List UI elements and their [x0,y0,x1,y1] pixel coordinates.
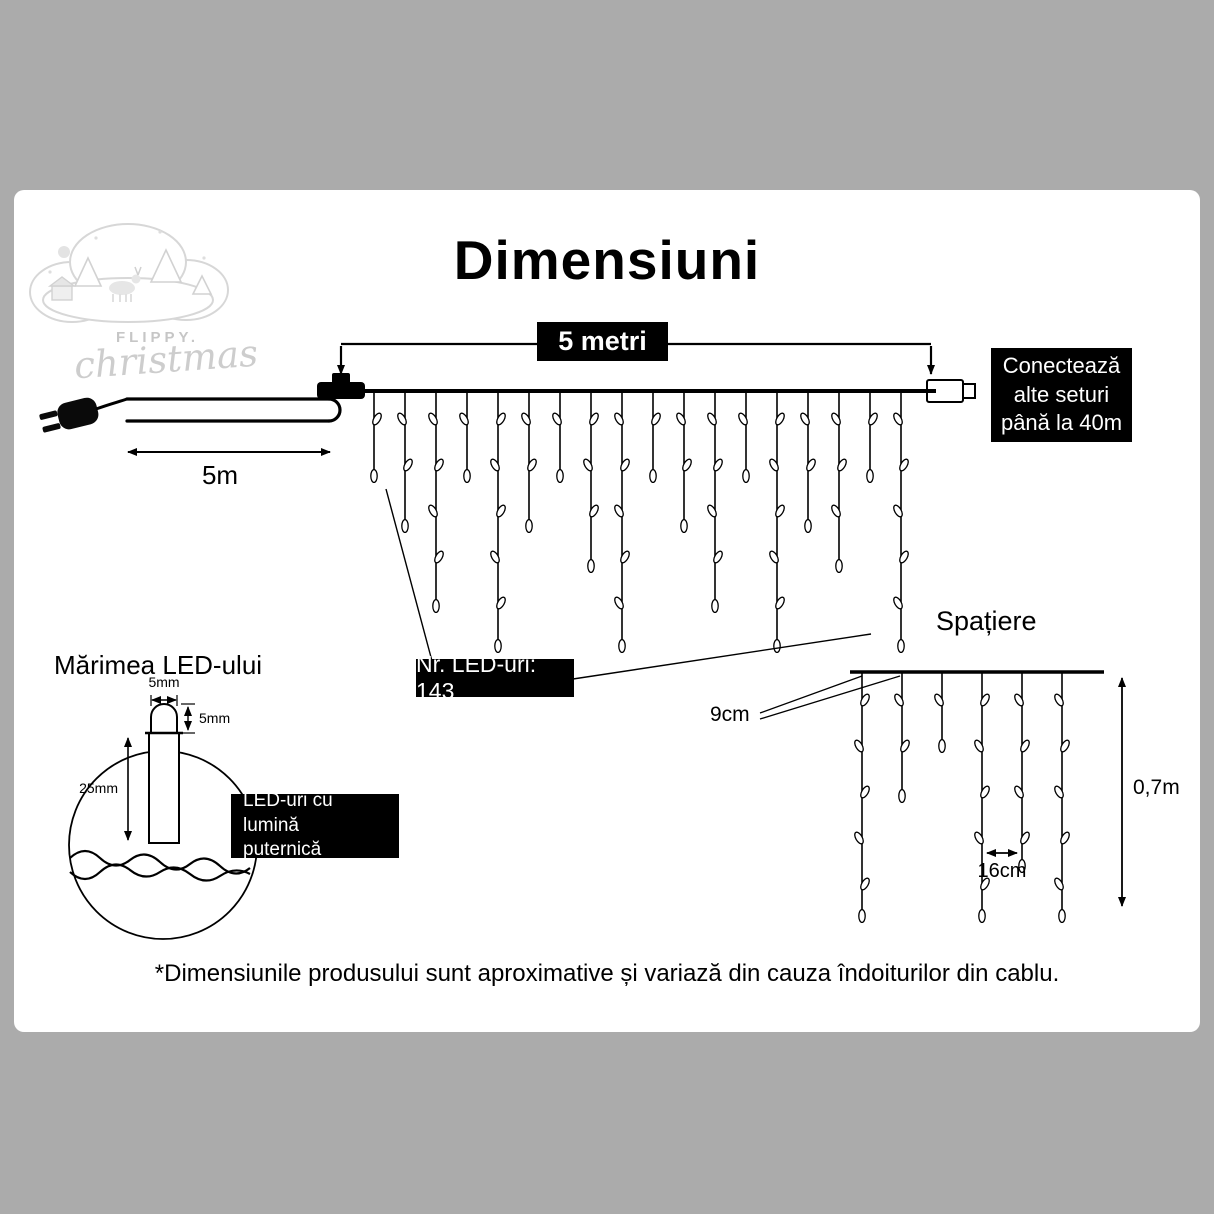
led-gap-label: 16cm [977,860,1027,882]
led-note-line: LED-uri cu lumină [243,789,333,836]
connect-note-line: alte seturi [1013,381,1110,407]
led-count-badge: Nr. LED-uri: 143 [416,651,574,704]
led-head-label: 5mm [199,710,231,726]
connect-note-line: până la 40m [1000,410,1123,436]
led-note-line: puternică [243,839,322,861]
footnote: *Dimensiunile produsului sunt aproximati… [154,960,1060,987]
drop-gap-label: 9cm [710,703,750,726]
page-title: Dimensiuni [453,229,761,291]
led-size-title: Mărimea LED-ului [54,650,263,680]
connect-note-line: Conectează [1002,353,1121,379]
brand-name: FLIPPY. [116,329,200,346]
led-length-label: 25mm [79,780,118,796]
spacing-title: Spațiere [936,606,1037,636]
led-width-label: 5mm [148,674,180,690]
connect-note-badge: Conectează alte seturi până la 40m [991,348,1132,442]
length-5m-badge: 5 metri [537,322,668,361]
lead-length-label: 5m [201,460,239,490]
drop-height-label: 0,7m [1133,776,1180,799]
led-note-badge: LED-uri cu lumină puternică [231,790,399,860]
